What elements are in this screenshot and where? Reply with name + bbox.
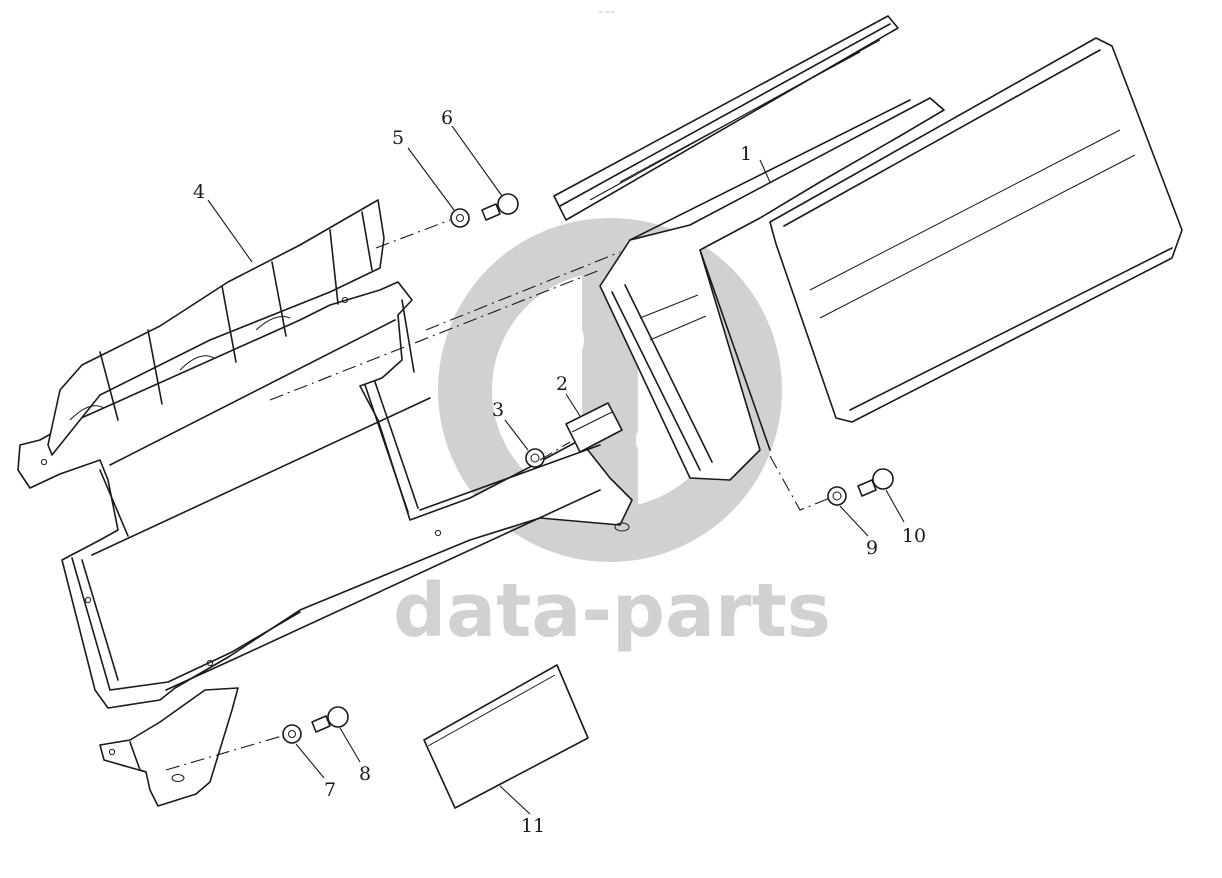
part-8-bolt xyxy=(311,706,349,733)
callout-3: 3 xyxy=(492,399,504,421)
callout-2: 2 xyxy=(556,373,568,395)
callout-1: 1 xyxy=(740,143,752,165)
part-10-bolt xyxy=(857,468,894,497)
callout-6: 6 xyxy=(441,107,453,129)
callout-7: 7 xyxy=(324,779,336,801)
callout-labels: 1 2 3 4 5 6 7 8 9 10 11 xyxy=(193,107,926,837)
watermark-text: data-parts xyxy=(393,568,831,654)
callout-10: 10 xyxy=(902,525,926,547)
part-5-washer xyxy=(450,208,470,228)
lower-foot-bracket xyxy=(99,687,239,807)
part-11-pad xyxy=(423,664,589,809)
callout-8: 8 xyxy=(359,763,371,785)
top-mark: ~ ~~ xyxy=(598,9,615,16)
part-9-nut xyxy=(827,486,847,506)
leader-lines xyxy=(207,125,905,815)
callout-4: 4 xyxy=(193,181,205,203)
callout-9: 9 xyxy=(866,537,878,559)
part-3-nut xyxy=(525,448,545,468)
part-6-bolt xyxy=(481,193,519,221)
part-2-clip-bracket xyxy=(565,402,623,453)
main-frame-bracket xyxy=(17,262,633,709)
part-7-washer xyxy=(282,724,302,744)
part-1-control-module xyxy=(553,15,1183,481)
part-4-vented-shield xyxy=(47,199,385,456)
watermark-logo-hole-top xyxy=(528,312,584,368)
assembly-centerlines xyxy=(165,219,831,771)
callout-5: 5 xyxy=(392,127,404,149)
callout-11: 11 xyxy=(521,815,545,837)
